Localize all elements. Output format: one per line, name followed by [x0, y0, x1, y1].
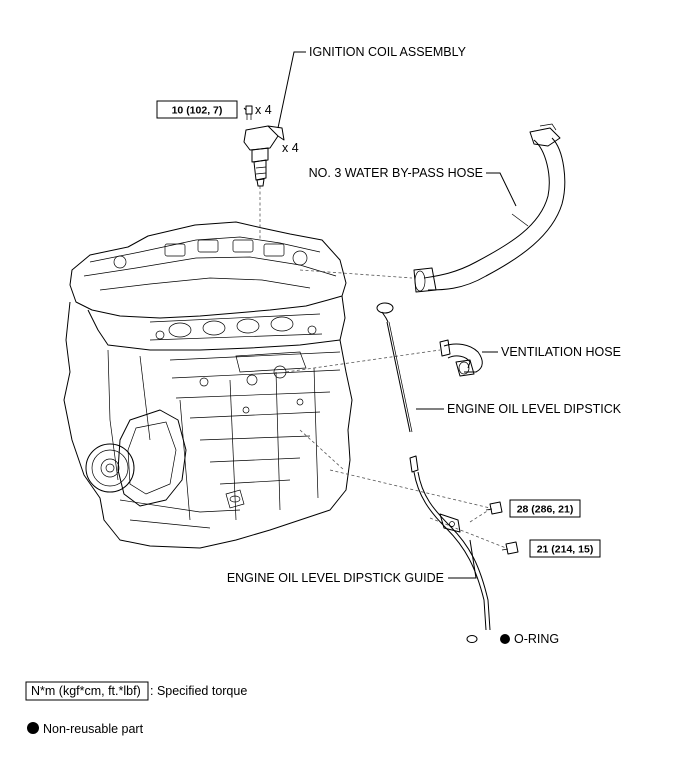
engine-block: [63, 221, 353, 549]
torque-guide-lower: 21 (214, 15): [537, 544, 594, 556]
legend-torque-unit: N*m (kgf*cm, ft.*lbf): [31, 684, 141, 698]
ventilation-hose-label: VENTILATION HOSE: [501, 345, 621, 359]
torque-box-guide-upper: [509, 499, 581, 518]
legend: N*m (kgf*cm, ft.*lbf) : Specified torque…: [25, 681, 247, 736]
water-bypass-hose-drawing: [413, 123, 566, 293]
torque-guide-upper: 28 (286, 21): [517, 504, 574, 516]
dipstick-label: ENGINE OIL LEVEL DIPSTICK: [447, 402, 622, 416]
torque-box-guide-lower: [529, 539, 601, 558]
ignition-coil-label: IGNITION COIL ASSEMBLY: [309, 45, 467, 59]
coil-quantity: x 4: [282, 141, 299, 155]
dipstick-guide-drawing: [409, 455, 519, 643]
dipstick-guide-label: ENGINE OIL LEVEL DIPSTICK GUIDE: [227, 571, 444, 585]
dipstick-drawing: [376, 302, 413, 433]
legend-torque-box: [25, 681, 149, 701]
legend-dot-icon: [27, 722, 39, 734]
ventilation-hose-drawing: [439, 339, 483, 377]
callout-leaders: [243, 51, 517, 579]
legend-non-reusable: Non-reusable part: [43, 722, 144, 736]
torque-box-coil: [156, 100, 238, 119]
legend-torque-desc: : Specified torque: [150, 684, 247, 698]
bolt-quantity: x 4: [255, 103, 272, 117]
torque-coil-bolt: 10 (102, 7): [172, 105, 223, 117]
o-ring-label: O-RING: [514, 632, 559, 646]
non-reusable-dot-icon: [500, 634, 510, 644]
ignition-coil-drawing: [243, 105, 285, 187]
water-hose-label: NO. 3 WATER BY-PASS HOSE: [309, 166, 483, 180]
